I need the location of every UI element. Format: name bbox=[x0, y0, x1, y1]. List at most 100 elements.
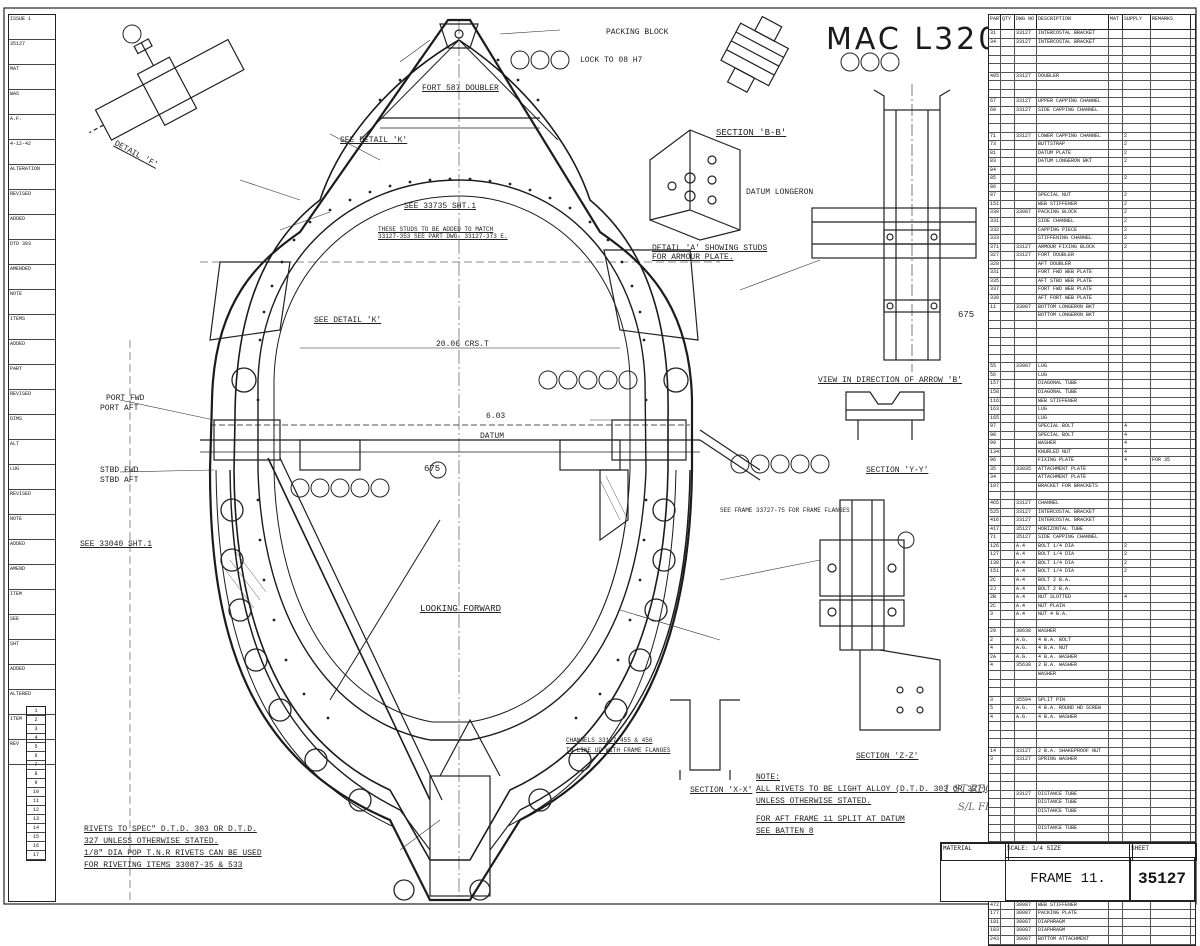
cell-mat bbox=[1109, 141, 1123, 149]
cell-dwg-no bbox=[1015, 235, 1037, 243]
cell-mat bbox=[1109, 722, 1123, 730]
rivet-notes: RIVETS TO SPEC" D.T.D. 303 OR D.T.D. 327… bbox=[84, 824, 262, 872]
cell-part-no: 165 bbox=[990, 414, 1001, 423]
cell-remarks bbox=[1151, 226, 1191, 235]
parts-list-row: 84 bbox=[989, 166, 1195, 176]
cell-description: 2 B.A. WASHER bbox=[1037, 662, 1109, 671]
cell-dwg-no: 33087 bbox=[1015, 209, 1037, 218]
cell-dwg-no bbox=[1015, 482, 1037, 491]
cell-remarks bbox=[1151, 482, 1191, 491]
cell-description: DIAPHRAGM bbox=[1037, 918, 1109, 927]
cell-description: 4 B.A. WASHER bbox=[1037, 653, 1109, 662]
cell-mat bbox=[1109, 260, 1123, 269]
cell-mat bbox=[1109, 765, 1123, 773]
cell-mat bbox=[1109, 235, 1123, 243]
cell-qty bbox=[1001, 918, 1015, 927]
cell-remarks bbox=[1151, 431, 1191, 440]
cell-part-no: 177 bbox=[990, 910, 1001, 918]
cell-qty bbox=[1001, 517, 1015, 525]
cell-remarks bbox=[1151, 585, 1191, 594]
cell-qty bbox=[1001, 739, 1015, 747]
cell-dwg-no bbox=[1015, 286, 1037, 294]
cell-supply bbox=[1123, 739, 1151, 747]
cell-description bbox=[1037, 688, 1109, 696]
cell-remarks bbox=[1151, 807, 1191, 816]
section-yy-view bbox=[845, 391, 925, 440]
cell-description bbox=[1037, 115, 1109, 124]
cell-supply bbox=[1123, 380, 1151, 388]
cell-part-no bbox=[989, 329, 1001, 337]
cell-description bbox=[1037, 722, 1109, 730]
cell-mat bbox=[1109, 448, 1123, 457]
drawing-title: FRAME 11. bbox=[1005, 857, 1131, 901]
cell-description bbox=[1037, 619, 1109, 628]
cell-supply bbox=[1123, 286, 1151, 294]
cell-qty bbox=[1001, 55, 1015, 64]
cell-dwg-no bbox=[1015, 81, 1037, 89]
revision-entry: ITEMS bbox=[9, 315, 55, 340]
revision-small-row: 9 bbox=[27, 779, 45, 788]
cell-dwg-no bbox=[1015, 269, 1037, 277]
cell-qty bbox=[1001, 927, 1015, 935]
revision-small-row: 17 bbox=[27, 851, 45, 860]
cell-part-no: 339 bbox=[990, 294, 1001, 303]
cell-supply: 4 bbox=[1123, 448, 1151, 457]
cell-part-no: 86 bbox=[989, 183, 1001, 192]
cell-dwg-no: 38638 bbox=[1015, 628, 1037, 636]
cell-description bbox=[1037, 354, 1109, 363]
cell-part-no: 3 bbox=[989, 756, 1001, 765]
cell-supply bbox=[1123, 183, 1151, 192]
cell-description bbox=[1037, 55, 1109, 64]
cell-description: DISTANCE TUBE bbox=[1037, 799, 1109, 807]
revision-entry: ITEM bbox=[9, 715, 55, 740]
cell-remarks bbox=[1151, 243, 1191, 252]
cell-part-no: 331 bbox=[990, 269, 1001, 277]
cell-part-no: 84 bbox=[989, 166, 1001, 175]
cell-description: SIDE CHANNEL bbox=[1037, 218, 1109, 226]
cell-part-no bbox=[989, 773, 1001, 782]
cell-description: FIXING PLATE bbox=[1037, 457, 1109, 465]
frame-outer-flange-lower bbox=[229, 469, 691, 811]
cell-qty bbox=[1001, 679, 1015, 688]
cell-description: NUT 4 B.A. bbox=[1037, 611, 1109, 619]
scale-label: SCALE: 1/4 SIZE bbox=[1005, 843, 1133, 861]
channels-label: CHANNELS 33127 455 & 456 bbox=[566, 737, 653, 744]
cell-part-no: 4 bbox=[989, 662, 1001, 671]
cell-mat bbox=[1109, 243, 1123, 252]
parts-list-row bbox=[989, 688, 1195, 697]
cell-part-no: 85 bbox=[989, 175, 1001, 183]
cell-dwg-no bbox=[1015, 115, 1037, 124]
cell-mat bbox=[1109, 935, 1123, 944]
parts-list-row: WASHER bbox=[989, 671, 1195, 680]
cell-remarks bbox=[1151, 747, 1191, 756]
cell-part-no: 183 bbox=[990, 927, 1001, 935]
cell-mat bbox=[1109, 38, 1123, 47]
revision-small-row: 15 bbox=[27, 833, 45, 842]
cell-mat bbox=[1109, 277, 1123, 286]
cell-supply bbox=[1123, 166, 1151, 175]
cell-qty bbox=[1001, 397, 1015, 406]
cell-dwg-no: 33127 bbox=[1015, 790, 1037, 799]
cell-dwg-no bbox=[1015, 329, 1037, 337]
cell-description: BOTTOM LONGERON BKT bbox=[1037, 312, 1109, 320]
cell-description: DIAGONAL TUBE bbox=[1037, 388, 1109, 397]
cell-dwg-no: 33127 bbox=[1015, 508, 1037, 517]
cell-supply bbox=[1123, 55, 1151, 64]
cell-mat bbox=[1109, 542, 1123, 551]
cell-qty bbox=[1001, 81, 1015, 89]
cell-remarks bbox=[1151, 440, 1191, 448]
